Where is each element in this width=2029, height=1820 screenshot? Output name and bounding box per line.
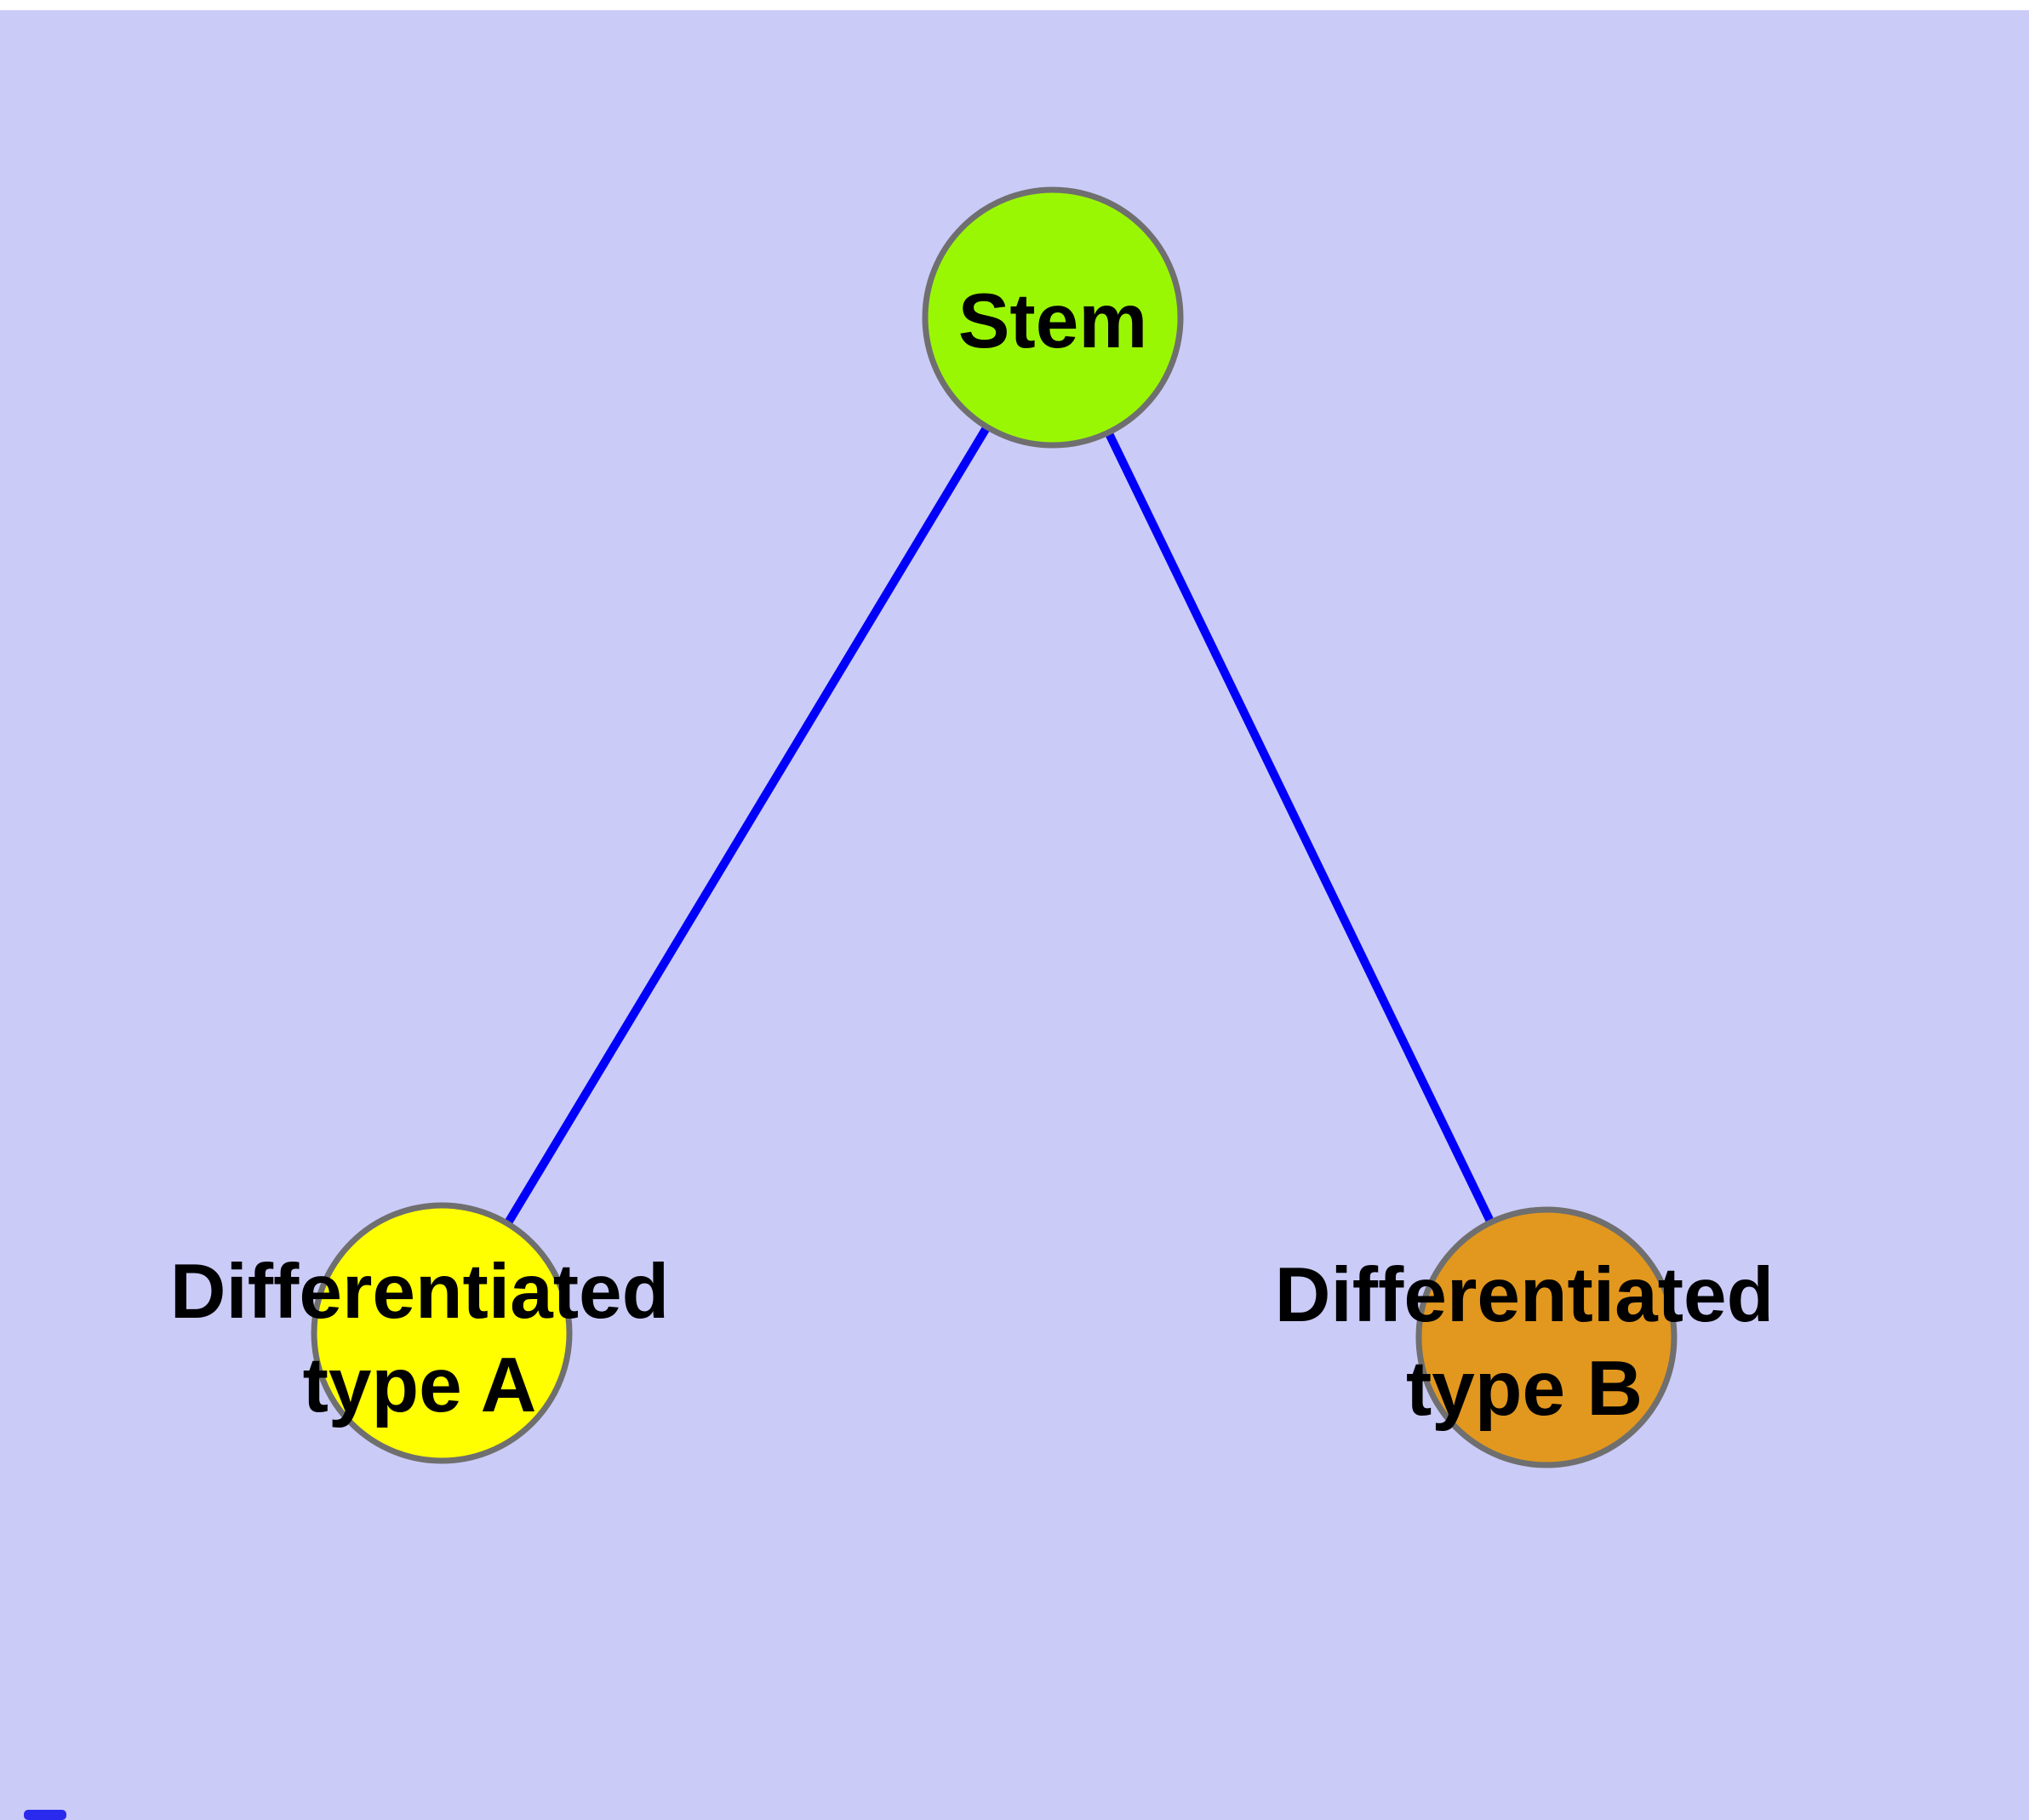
top-white-strip <box>0 0 2029 10</box>
node-type-b-label-line-2: type B <box>1406 1346 1643 1432</box>
node-differentiated-type-b <box>1415 1206 1677 1468</box>
edge-stem-to-type-b <box>1049 315 1551 1340</box>
node-differentiated-type-a <box>311 1202 573 1464</box>
node-type-a-label-line-1: Differentiated <box>170 1249 670 1335</box>
node-stem <box>922 186 1184 449</box>
bottom-left-blue-mark <box>24 1810 66 1820</box>
edge-stem-to-type-a <box>437 315 1057 1336</box>
node-type-b-label-line-1: Differentiated <box>1275 1252 1775 1338</box>
node-stem-label: Stem <box>958 278 1148 364</box>
node-type-a-label-line-2: type A <box>303 1342 537 1428</box>
